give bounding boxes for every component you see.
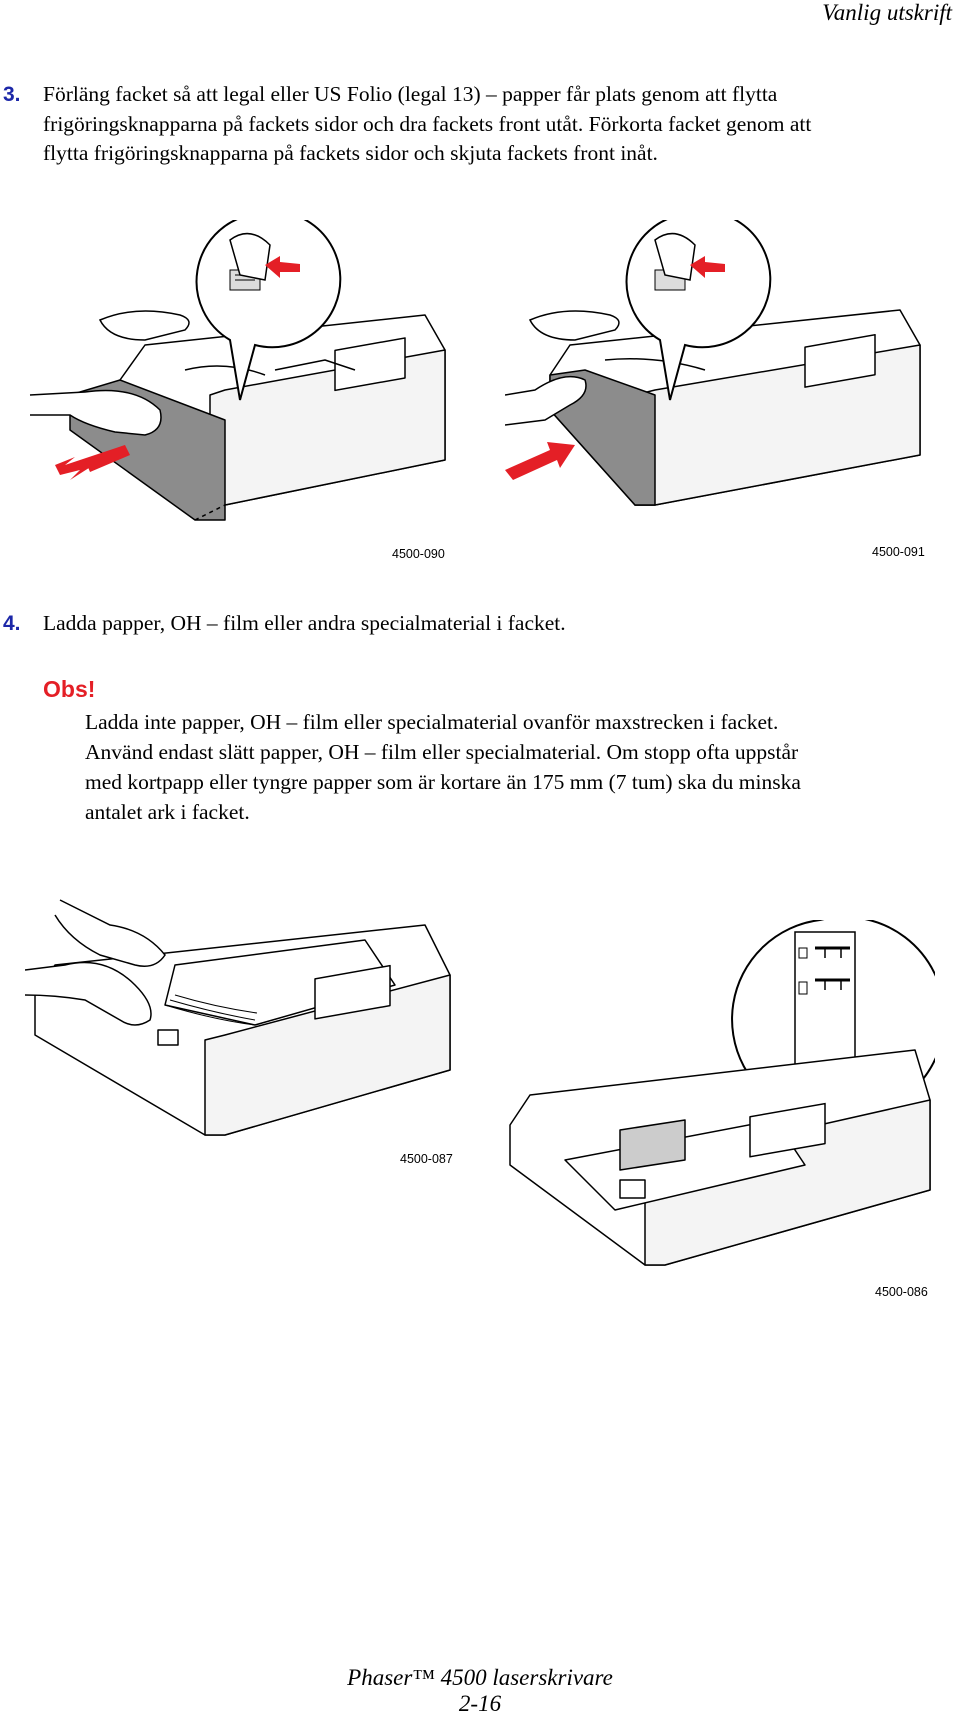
- step-text: Förläng facket så att legal eller US Fol…: [43, 80, 953, 169]
- extend-tray-illustration: [29, 220, 446, 521]
- section-header: Vanlig utskrift: [822, 0, 952, 25]
- hand-upper: [54, 899, 166, 967]
- hand-grip: [29, 389, 162, 436]
- hand-left: [528, 310, 620, 341]
- step-line: flytta frigöringsknapparna på fackets si…: [43, 141, 658, 165]
- figure-code: 4500-086: [875, 1285, 928, 1299]
- figure-code: 4500-090: [392, 547, 445, 561]
- step-text: Ladda papper, OH – film eller andra spec…: [43, 609, 953, 639]
- note-line: med kortpapp eller tyngre papper som är …: [85, 770, 801, 794]
- note-line: antalet ark i facket.: [85, 800, 250, 824]
- hand-left: [98, 310, 190, 341]
- magnifier-detail: [625, 220, 772, 401]
- step-line: frigöringsknapparna på fackets sidor och…: [43, 111, 812, 136]
- footer-title: Phaser™ 4500 laserskrivare: [347, 1665, 613, 1690]
- footer-page: 2-16: [458, 1691, 502, 1716]
- hand-lower: [25, 961, 152, 1026]
- step-line: Ladda papper, OH – film eller andra spec…: [43, 611, 566, 635]
- fill-lines-illustration: [509, 920, 935, 1266]
- hand-push: [505, 375, 587, 426]
- magnifier-detail: [195, 220, 342, 401]
- step-line: Förläng facket så att legal eller US Fol…: [43, 82, 778, 106]
- figure-code: 4500-087: [400, 1152, 453, 1166]
- note-line: Använd endast slätt papper, OH – film el…: [85, 740, 799, 764]
- red-arrow-detail: [265, 256, 300, 278]
- red-arrow-in: [505, 442, 575, 480]
- load-paper-illustration: [25, 899, 451, 1136]
- red-arrow-detail: [690, 256, 725, 278]
- note-text: Ladda inte papper, OH – film eller speci…: [85, 707, 957, 827]
- shorten-tray-illustration: [505, 220, 921, 506]
- tray-front: [204, 974, 451, 1136]
- red-arrow-out: [55, 445, 130, 480]
- figure-code: 4500-091: [872, 545, 925, 559]
- step-number: 4.: [3, 612, 21, 635]
- note-label: Obs!: [43, 676, 96, 702]
- note-line: Ladda inte papper, OH – film eller speci…: [85, 710, 779, 734]
- step-number: 3.: [3, 83, 21, 106]
